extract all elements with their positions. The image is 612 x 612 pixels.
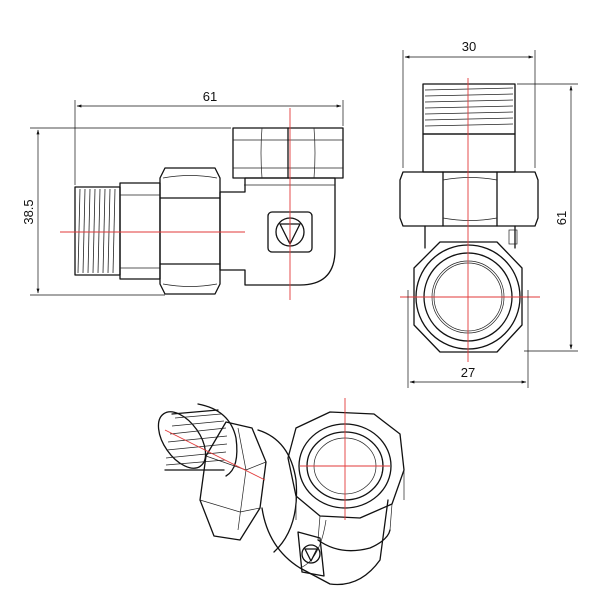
front-bottom-width-dimension: 27 [407,290,529,388]
front-male-thread [422,83,516,173]
iso-elbow-body [261,499,389,586]
iso-flow-arrow-icon [297,531,325,577]
side-female-hex [232,127,344,179]
side-male-thread [74,182,161,280]
side-view: 61 38.5 [21,89,344,300]
side-width-dimension: 61 [74,89,344,185]
iso-centerline-thread [164,429,266,481]
side-union-nut [159,167,221,295]
iso-female-port [287,411,405,552]
iso-male-thread [157,403,238,477]
front-top-width-dimension: 30 [402,39,536,168]
isometric-view [157,398,405,586]
iso-union-nut [199,421,298,553]
front-union-nut [399,171,539,227]
front-body [424,225,518,249]
front-view: 30 27 61 [399,39,578,388]
side-height-dimension: 38.5 [21,127,231,296]
front-bottom-width-label: 27 [461,365,475,380]
front-height-label: 61 [554,211,569,225]
front-height-dimension: 61 [517,83,578,352]
side-height-label: 38.5 [21,199,36,224]
side-width-label: 61 [203,89,217,104]
side-elbow-body [219,177,336,286]
front-top-width-label: 30 [462,39,476,54]
